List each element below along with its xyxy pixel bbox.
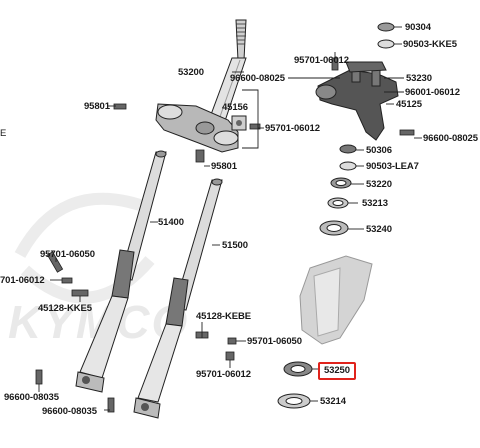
label-96001-06012: 96001-06012: [405, 87, 460, 98]
bolt-95701-06012-mid: [249, 123, 261, 130]
leader-lines: [38, 26, 422, 411]
label-53200: 53200: [178, 67, 204, 78]
bearing-53250: [283, 361, 313, 377]
bolt-96600-08035-a: [35, 369, 43, 385]
bolts: [35, 57, 415, 413]
label-51400: 51400: [158, 217, 184, 228]
bolt-95801-top: [113, 103, 127, 110]
label-96600-08025-top: 96600-08025: [230, 73, 285, 84]
lower-triple-clamp: [155, 103, 239, 153]
bolt-95801-mid: [195, 149, 205, 163]
washer-90503-lea7: [339, 161, 357, 171]
label-45125: 45125: [396, 99, 422, 110]
clip-45128-kke5: [71, 289, 89, 297]
label-90304: 90304: [405, 22, 431, 33]
label-51500: 51500: [222, 240, 248, 251]
label-90503-lea7: 90503-LEA7: [366, 161, 419, 172]
label-90503-kke5: 90503-KKE5: [403, 39, 457, 50]
bolt-95701-06012-bottom: [225, 351, 235, 361]
label-95701-06012-bottom: 95701-06012: [196, 369, 251, 380]
label-95701-06012-mid: 95701-06012: [265, 123, 320, 134]
label-96600-08025-right: 96600-08025: [423, 133, 478, 144]
bolt-95701-06050-right: [227, 337, 237, 345]
washer-50306: [339, 144, 357, 154]
label-95801-top: 95801: [84, 101, 110, 112]
label-45156: 45156: [222, 102, 248, 113]
watermark-emblem: [14, 192, 155, 304]
label-96600-08035-a: 96600-08035: [4, 392, 59, 403]
bolt-95701-06050-left: [46, 251, 64, 273]
bearing-53220: [330, 177, 352, 189]
nut-90304: [377, 22, 395, 32]
bolt-96600-08035-b: [107, 397, 115, 413]
label-53220: 53220: [366, 179, 392, 190]
label-53240: 53240: [366, 224, 392, 235]
label-53213: 53213: [362, 198, 388, 209]
edge-mark: E: [0, 128, 7, 139]
label-53214: 53214: [320, 396, 346, 407]
label-53250-highlighted: 53250: [318, 362, 356, 380]
washer-90503-kke5: [377, 39, 395, 49]
label-45128-kebe: 45128-KEBE: [196, 311, 251, 322]
label-96600-08035-b: 96600-08035: [42, 406, 97, 417]
fork-tube-51400: [75, 150, 167, 393]
bolt-96600-08025-right: [399, 129, 415, 136]
label-95701-06012-left: 701-06012: [0, 275, 45, 286]
label-95701-06050-right: 95701-06050: [247, 336, 302, 347]
fork-tube-51500: [133, 178, 223, 419]
upper-triple-clamp: [315, 61, 399, 141]
bolt-95701-06012-left: [61, 277, 73, 284]
label-95701-06050-left: 95701-06050: [40, 249, 95, 260]
label-95701-06012-top: 95701-06012: [294, 55, 349, 66]
race-53214: [277, 393, 311, 409]
label-50306: 50306: [366, 145, 392, 156]
label-95801-mid: 95801: [211, 161, 237, 172]
race-53213: [327, 197, 349, 209]
bracket-45156: [231, 115, 247, 131]
label-45128-kke5: 45128-KKE5: [38, 303, 92, 314]
bearing-53240: [319, 220, 349, 236]
label-53230: 53230: [406, 73, 432, 84]
frame-head-pipe: [299, 255, 373, 345]
